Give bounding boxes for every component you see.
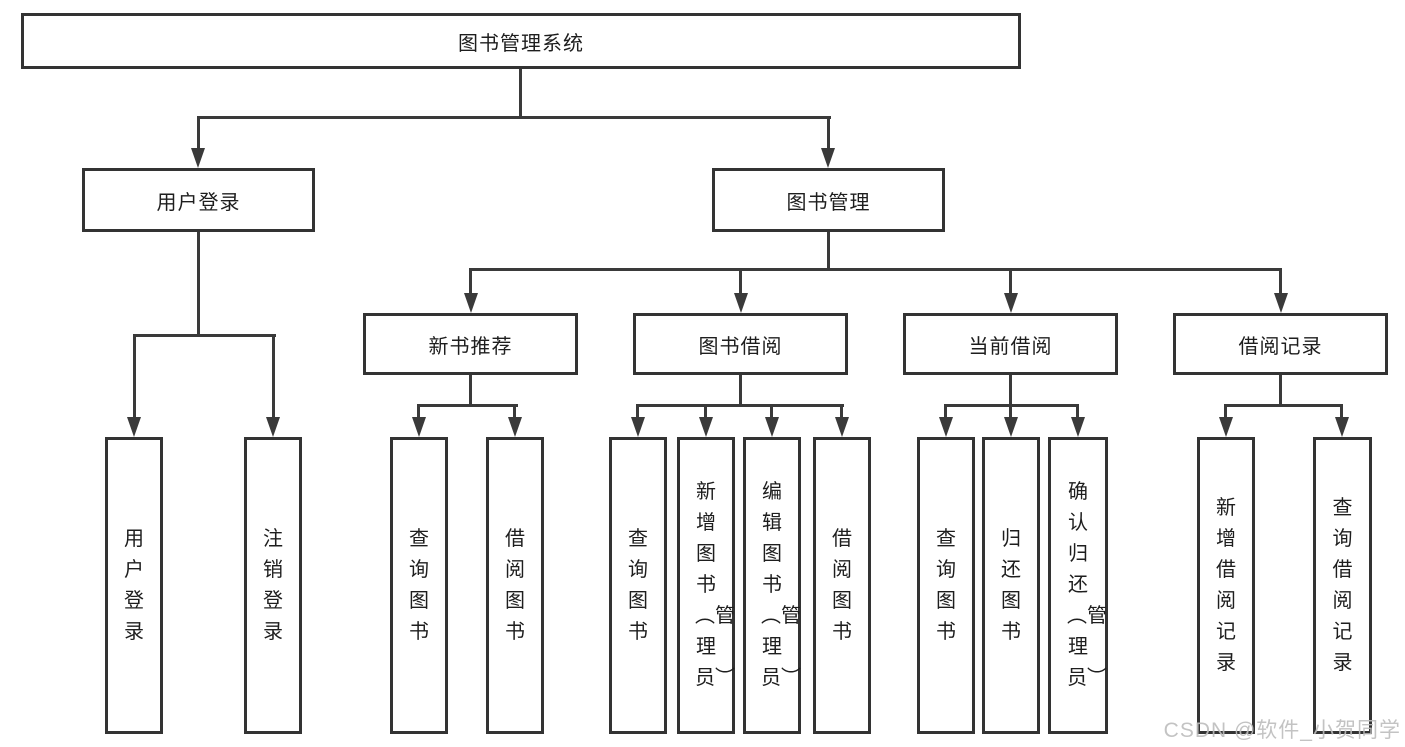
connector-root-trunk bbox=[519, 69, 522, 118]
connector-user-trunk bbox=[197, 232, 200, 337]
connector-drop-leaf bbox=[417, 404, 420, 419]
leaf-label: 归还图书 bbox=[1001, 527, 1021, 643]
leaf-label: 查询图书 bbox=[628, 527, 648, 643]
leaf-query-books-recommend: 查询图书 bbox=[390, 437, 448, 734]
node-book-management: 图书管理 bbox=[712, 168, 945, 232]
connector-drop-leaf bbox=[636, 404, 639, 419]
leaf-label: 查询借阅记录 bbox=[1332, 496, 1353, 674]
leaf-label: 新增图书︵管理员︶ bbox=[695, 481, 735, 689]
connector-drop-leaf bbox=[513, 404, 516, 419]
arrowhead-down-icon bbox=[191, 148, 205, 168]
arrowhead-down-icon bbox=[765, 417, 779, 437]
connector-drop-lvl3 bbox=[469, 268, 472, 295]
connector-rail bbox=[1225, 404, 1343, 407]
connector-trunk bbox=[1009, 375, 1012, 407]
connector-drop-lvl3 bbox=[1009, 268, 1012, 295]
leaf-add-book-admin: 新增图书︵管理员︶ bbox=[677, 437, 735, 734]
arrowhead-down-icon bbox=[1335, 417, 1349, 437]
connector-drop-user-login bbox=[197, 116, 200, 150]
arrowhead-down-icon bbox=[412, 417, 426, 437]
arrowhead-down-icon bbox=[1004, 417, 1018, 437]
leaf-label: 确认归还︵管理员︶ bbox=[1067, 481, 1107, 689]
leaf-query-books-borrowing: 查询图书 bbox=[609, 437, 667, 734]
node-label: 图书管理系统 bbox=[458, 32, 584, 55]
arrowhead-down-icon bbox=[939, 417, 953, 437]
arrowhead-down-icon bbox=[1219, 417, 1233, 437]
arrowhead-down-icon bbox=[1071, 417, 1085, 437]
connector-drop-leaf bbox=[840, 404, 843, 419]
connector-drop-leaf bbox=[133, 334, 136, 419]
leaf-query-borrow-record: 查询借阅记录 bbox=[1313, 437, 1372, 734]
arrowhead-down-icon bbox=[699, 417, 713, 437]
leaf-label: 新增借阅记录 bbox=[1216, 496, 1236, 674]
node-label: 新书推荐 bbox=[428, 335, 513, 358]
connector-drop-leaf bbox=[272, 334, 275, 419]
connector-trunk bbox=[739, 375, 742, 407]
leaf-return-books: 归还图书 bbox=[982, 437, 1040, 734]
node-label: 用户登录 bbox=[156, 191, 241, 214]
leaf-query-books-current: 查询图书 bbox=[917, 437, 975, 734]
leaf-label: 借阅图书 bbox=[832, 527, 852, 643]
node-library-system: 图书管理系统 bbox=[21, 13, 1021, 69]
leaf-logout: 注销登录 bbox=[244, 437, 302, 734]
leaf-user-login: 用户登录 bbox=[105, 437, 163, 734]
node-current-borrowing: 当前借阅 bbox=[903, 313, 1118, 375]
connector-rail bbox=[417, 404, 518, 407]
node-book-borrowing: 图书借阅 bbox=[633, 313, 848, 375]
connector-trunk bbox=[1279, 375, 1282, 407]
leaf-confirm-return-admin: 确认归还︵管理员︶ bbox=[1048, 437, 1108, 734]
connector-drop-leaf bbox=[1076, 404, 1079, 419]
arrowhead-down-icon bbox=[464, 293, 478, 313]
leaf-label: 注销登录 bbox=[263, 527, 283, 643]
connector-mgmt-trunk bbox=[827, 232, 830, 271]
arrowhead-down-icon bbox=[734, 293, 748, 313]
node-label: 图书借阅 bbox=[698, 335, 783, 358]
connector-level2-rail bbox=[469, 268, 1282, 271]
node-new-book-recommend: 新书推荐 bbox=[363, 313, 578, 375]
arrowhead-down-icon bbox=[631, 417, 645, 437]
watermark: CSDN @软件_小贺同学 bbox=[1163, 719, 1401, 742]
leaf-label: 查询图书 bbox=[936, 527, 956, 643]
connector-drop-leaf bbox=[1224, 404, 1227, 419]
node-user-login: 用户登录 bbox=[82, 168, 315, 232]
arrowhead-down-icon bbox=[1274, 293, 1288, 313]
connector-drop-leaf bbox=[770, 404, 773, 419]
connector-drop-leaf bbox=[1009, 404, 1012, 419]
connector-trunk bbox=[469, 375, 472, 407]
connector-user-rail bbox=[133, 334, 276, 337]
leaf-label: 查询图书 bbox=[409, 527, 429, 643]
arrowhead-down-icon bbox=[1004, 293, 1018, 313]
leaf-borrow-books-recommend: 借阅图书 bbox=[486, 437, 544, 734]
leaf-edit-book-admin: 编辑图书︵管理员︶ bbox=[743, 437, 801, 734]
connector-rail bbox=[945, 404, 1079, 407]
node-borrowing-records: 借阅记录 bbox=[1173, 313, 1388, 375]
connector-drop-leaf bbox=[704, 404, 707, 419]
connector-drop-lvl3 bbox=[1279, 268, 1282, 295]
arrowhead-down-icon bbox=[127, 417, 141, 437]
leaf-label: 编辑图书︵管理员︶ bbox=[761, 481, 801, 689]
node-label: 图书管理 bbox=[786, 191, 871, 214]
connector-drop-lvl3 bbox=[739, 268, 742, 295]
arrowhead-down-icon bbox=[821, 148, 835, 168]
node-label: 借阅记录 bbox=[1238, 335, 1323, 358]
arrowhead-down-icon bbox=[266, 417, 280, 437]
node-label: 当前借阅 bbox=[968, 335, 1053, 358]
leaf-add-borrow-record: 新增借阅记录 bbox=[1197, 437, 1255, 734]
leaf-label: 借阅图书 bbox=[505, 527, 525, 643]
connector-level1-rail bbox=[197, 116, 831, 119]
connector-drop-book-management bbox=[827, 116, 830, 150]
connector-rail bbox=[637, 404, 844, 407]
arrowhead-down-icon bbox=[835, 417, 849, 437]
connector-drop-leaf bbox=[1340, 404, 1343, 419]
arrowhead-down-icon bbox=[508, 417, 522, 437]
leaf-label: 用户登录 bbox=[124, 527, 144, 643]
leaf-borrow-books-borrowing: 借阅图书 bbox=[813, 437, 871, 734]
connector-drop-leaf bbox=[944, 404, 947, 419]
